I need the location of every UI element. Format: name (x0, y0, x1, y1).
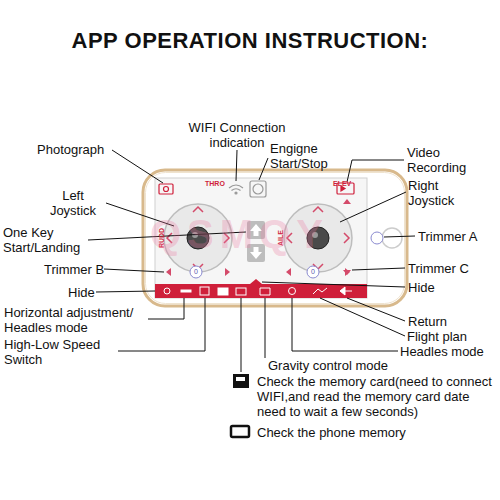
leader-lines (241, 298, 242, 372)
trimmer-buttons (343, 199, 351, 204)
bar-icons (313, 288, 327, 294)
top-icons (164, 187, 169, 192)
leader-lines (88, 150, 415, 372)
leader-lines (320, 298, 405, 336)
leader-lines (352, 268, 405, 270)
part-label: Return (408, 314, 447, 329)
top-icons (235, 192, 237, 194)
leader-lines (104, 269, 164, 272)
title: APP OPERATION INSTRUCTION: (0, 28, 500, 54)
screen-label: THRO (205, 180, 225, 188)
part-label: Photograph (37, 142, 104, 157)
top-icons (229, 185, 243, 191)
phone-body (143, 170, 407, 306)
leader-lines (347, 160, 404, 182)
leader-lines (347, 298, 405, 321)
bar-icons (200, 287, 209, 295)
part-label: Hide (68, 285, 95, 300)
leader-lines (236, 150, 237, 181)
watermark: QSMQY (150, 212, 329, 256)
bar-icons (289, 288, 296, 295)
top-icons (250, 181, 266, 197)
trimmer-buttons (166, 268, 171, 276)
part-label: Horizontal adjustment/ Headles mode (4, 305, 154, 335)
leader-lines (340, 192, 406, 222)
top-icons (253, 184, 263, 194)
part-label: High-Low Speed Switch (4, 337, 116, 367)
app-screen (250, 279, 262, 284)
bar-icons (236, 288, 246, 295)
note-text: Check the memory card(need to connect WI… (257, 374, 497, 419)
trimmer-buttons (307, 266, 319, 278)
trimmer-buttons (371, 232, 383, 244)
bar-icons (164, 287, 352, 295)
part-label: Trimmer A (418, 229, 477, 244)
bar-icons (164, 288, 170, 294)
part-label: Trimmer B (44, 262, 104, 277)
leader-lines (384, 236, 415, 237)
phone-memory-icon (231, 426, 249, 437)
part-label: Headles mode (400, 344, 484, 359)
top-icons (159, 181, 354, 197)
memory-card-icon (233, 374, 249, 388)
leader-lines (265, 298, 266, 358)
note-text: Check the phone memory (257, 425, 406, 440)
bar-icons (340, 287, 352, 295)
memory-card-icon (236, 377, 245, 381)
trim-value: 0 (311, 267, 315, 276)
leader-lines (262, 282, 405, 287)
trimmer-buttons (343, 270, 351, 275)
part-label: One Key Start/Landing (3, 225, 95, 255)
memory-card-icon (233, 374, 249, 388)
part-label: Hide (408, 280, 435, 295)
phone-body (146, 173, 405, 304)
top-icons (159, 184, 173, 194)
part-label: Engigne Start/Stop (270, 141, 342, 171)
leader-lines (112, 150, 163, 183)
bar-icons (218, 288, 228, 295)
phone-body (382, 228, 402, 248)
trimmer-buttons (190, 266, 202, 278)
part-label: Left Joystick (40, 188, 106, 218)
part-label: Gravity control mode (268, 358, 388, 373)
trimmer-buttons (286, 268, 291, 276)
leader-lines (148, 298, 184, 319)
trimmer-buttons (225, 268, 230, 276)
bar-icons (181, 290, 191, 292)
part-label: Right Joystick (408, 178, 478, 208)
part-label: Trimmer C (408, 261, 469, 276)
screen-label: ELEV (333, 180, 351, 188)
leader-lines (292, 298, 398, 351)
bar-icons (260, 288, 270, 295)
app-screen (155, 284, 367, 298)
leader-lines (259, 158, 268, 180)
phone-body (143, 170, 407, 306)
part-label: Flight plan (407, 329, 467, 344)
leader-lines (96, 291, 155, 292)
part-label: Video Recording (407, 145, 487, 175)
phone-memory-icon (231, 426, 249, 437)
trim-value: 0 (194, 267, 198, 276)
